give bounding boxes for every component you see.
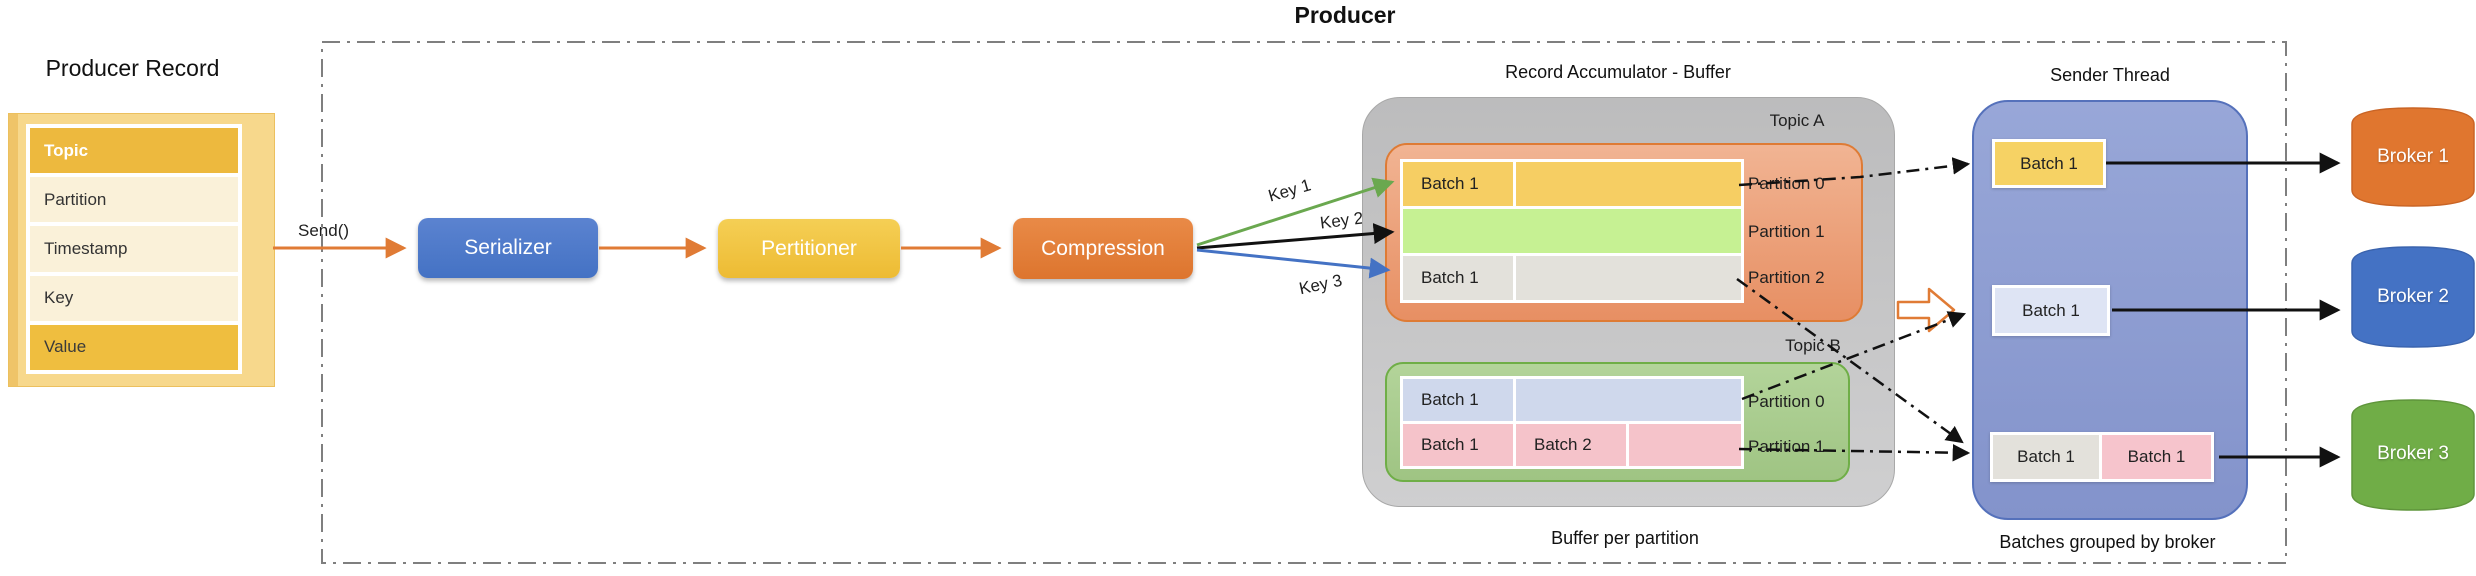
batch-cell: Batch 2 — [1516, 424, 1626, 466]
topic-a-partition-1-row — [1403, 209, 1741, 253]
producer-record-title: Producer Record — [45, 55, 220, 81]
topic-b-partition-1-label: Partition 1 — [1748, 437, 1825, 456]
accumulator-title: Record Accumulator - Buffer — [1505, 62, 1731, 82]
sender-batch-cell: Batch 1 — [2102, 435, 2211, 479]
topic-b-partition-0-label: Partition 0 — [1748, 392, 1825, 411]
diagram-title: Producer — [1294, 2, 1396, 28]
field-timestamp: Timestamp — [30, 226, 238, 272]
topic-b-partition-0-row: Batch 1 — [1403, 379, 1741, 421]
broker-2-label: Broker 2 — [2377, 286, 2449, 307]
field-value: Value — [30, 324, 238, 371]
producer-dashed-border — [321, 41, 2287, 564]
empty-buffer-cell — [1516, 256, 1741, 300]
topic-a-partition-1-label: Partition 1 — [1748, 222, 1825, 241]
sender-caption: Batches grouped by broker — [1999, 532, 2216, 552]
batch-cell: Batch 1 — [1403, 162, 1513, 206]
field-key: Key — [30, 275, 238, 321]
empty-buffer-cell — [1629, 424, 1741, 466]
broker-2-cylinder — [2351, 246, 2475, 348]
topic-a-partition-2-row: Batch 1 — [1403, 256, 1741, 300]
empty-buffer-cell — [1516, 162, 1741, 206]
topic-a-partition-0-label: Partition 0 — [1748, 174, 1825, 193]
batch-cell: Batch 1 — [1403, 256, 1513, 300]
topic-a-rows: Batch 1 Batch 1 — [1400, 159, 1744, 303]
sender-batch-group-broker3: Batch 1 Batch 1 — [1990, 432, 2214, 482]
compression-node: Compression — [1013, 218, 1193, 279]
empty-buffer-cell — [1516, 379, 1741, 421]
producer-record-table: Topic Partition Timestamp Key Value — [26, 124, 242, 374]
batch-cell: Batch 1 — [1403, 379, 1513, 421]
broker-3-label: Broker 3 — [2377, 443, 2449, 464]
topic-a-partition-0-row: Batch 1 — [1403, 162, 1741, 206]
partitioner-node: Pertitioner — [718, 219, 900, 278]
topic-b-partition-1-row: Batch 1 Batch 2 — [1403, 424, 1741, 466]
sender-batch-broker2: Batch 1 — [1992, 285, 2110, 336]
serializer-node: Serializer — [418, 218, 598, 278]
topic-a-label: Topic A — [1769, 111, 1825, 130]
topic-b-label: Topic B — [1785, 336, 1841, 355]
send-label: Send() — [298, 221, 350, 240]
topic-a-partition-2-label: Partition 2 — [1748, 268, 1825, 287]
block-arrow-icon — [1896, 287, 1956, 333]
accumulator-caption: Buffer per partition — [1551, 528, 1699, 548]
sender-thread-title: Sender Thread — [2050, 65, 2170, 85]
field-partition: Partition — [30, 177, 238, 223]
sender-batch-cell: Batch 1 — [1993, 435, 2099, 479]
field-topic: Topic — [30, 128, 238, 174]
broker-1-label: Broker 1 — [2377, 146, 2449, 167]
sender-batch-broker1: Batch 1 — [1992, 139, 2106, 188]
empty-buffer-cell — [1403, 209, 1741, 253]
broker-3-cylinder — [2351, 399, 2475, 511]
broker-1-cylinder — [2351, 107, 2475, 207]
batch-cell: Batch 1 — [1403, 424, 1513, 466]
topic-b-rows: Batch 1 Batch 1 Batch 2 — [1400, 376, 1744, 469]
